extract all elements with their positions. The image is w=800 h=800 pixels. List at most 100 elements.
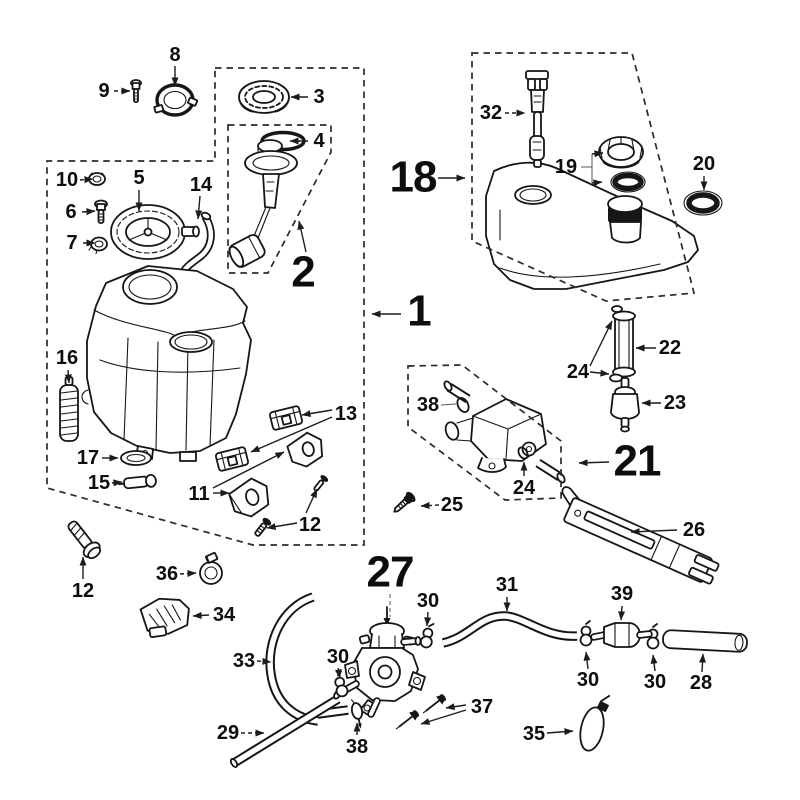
leader-line-11: [212, 451, 285, 489]
leader-line-25: [420, 502, 440, 510]
part-label-31: 31: [496, 574, 518, 596]
part-label-7: 7: [66, 232, 77, 254]
group-box-tank-assembly: [46, 67, 365, 546]
part-12-screw-drawing: [67, 520, 102, 560]
leader-line-26: [630, 528, 678, 536]
part-3-filler-cap-drawing: [238, 80, 290, 114]
part-label-19: 19: [555, 156, 577, 178]
part-18-oil-tank-drawing: [485, 161, 699, 290]
leader-line-30a: [424, 611, 432, 627]
part-label-12a: 12: [299, 514, 321, 536]
part-38-clamp-drawing: [350, 699, 364, 729]
part-label-9: 9: [98, 80, 109, 102]
part-20-seal-ring-drawing: [683, 190, 723, 216]
part-14-hose-drawing: [180, 211, 215, 275]
part-label-12b: 12: [72, 580, 94, 602]
part-label-24a: 24: [567, 361, 590, 383]
leader-line-35: [546, 728, 574, 736]
leader-line-28: [699, 653, 707, 673]
leader-line-30d: [650, 654, 658, 672]
part-label-14: 14: [190, 174, 213, 196]
part-6-screw-drawing: [94, 199, 108, 224]
part-label-30c: 30: [577, 669, 599, 691]
leader-line-34: [192, 611, 210, 619]
leader-line-12a: [305, 488, 318, 514]
part-label-28: 28: [690, 672, 712, 694]
leader-line-38a: [440, 403, 457, 406]
part-label-35: 35: [523, 723, 545, 745]
part-label-4: 4: [313, 130, 325, 152]
part-22-tube-drawing: [609, 305, 636, 383]
part-label-3: 3: [313, 86, 324, 108]
part-label-30a: 30: [417, 590, 439, 612]
part-label-26: 26: [683, 519, 705, 541]
leader-line-33: [256, 657, 272, 665]
part-16-spring-drawing: [59, 376, 79, 442]
group-box-fuel-sender-assembly: [227, 124, 332, 274]
leader-line-2: [297, 220, 307, 253]
part-10-nut-drawing: [88, 172, 106, 186]
group-box-fuel-valve-assembly: [407, 364, 562, 501]
part-label-6: 6: [65, 201, 76, 223]
leader-line-16: [64, 369, 72, 384]
leader-line-24a: [589, 320, 613, 367]
leader-line-30b: [334, 667, 342, 679]
part-26-bracket-drawing: [561, 486, 720, 585]
leader-line-30c: [583, 651, 591, 670]
part-label-23: 23: [664, 392, 686, 414]
part-label-30d: 30: [644, 671, 666, 693]
part-7-nut-drawing: [88, 236, 108, 255]
part-label-25: 25: [441, 494, 463, 516]
part-label-5: 5: [133, 167, 144, 189]
part-label-38a: 38: [417, 394, 439, 416]
part-label-22: 22: [659, 337, 681, 359]
part-label-21: 21: [614, 437, 661, 486]
group-box-oil-tank-assembly: [471, 52, 696, 302]
leader-line-10: [79, 176, 94, 184]
part-25-screw-drawing: [393, 491, 416, 513]
part-label-15: 15: [88, 472, 110, 494]
part-35-cable-tie-drawing: [579, 694, 611, 752]
part-11-bracket-drawing: [228, 431, 323, 518]
diagram-artwork: [59, 70, 748, 768]
part-label-16: 16: [56, 347, 78, 369]
part-label-11: 11: [188, 483, 209, 505]
part-39-filter-drawing: [590, 622, 653, 648]
part-label-37: 37: [471, 696, 493, 718]
part-19-cap-and-ring-drawing: [598, 136, 646, 193]
leader-line-37: [420, 709, 467, 725]
part-13-clips-drawing: [215, 405, 303, 472]
part-label-32: 32: [480, 102, 502, 124]
part-label-13: 13: [335, 403, 357, 425]
part-label-20: 20: [693, 153, 715, 175]
leader-line-13: [250, 416, 333, 453]
leader-line-39: [618, 605, 626, 621]
part-34-mount-drawing: [139, 597, 190, 638]
part-label-29: 29: [217, 722, 239, 744]
leader-line-19: [591, 150, 604, 158]
part-label-18: 18: [390, 153, 437, 202]
part-label-2: 2: [291, 248, 314, 297]
leader-line-24a: [589, 369, 610, 377]
leader-line-36: [179, 570, 197, 578]
part-5-gauge-drawing: [110, 204, 200, 260]
part-label-34: 34: [213, 604, 236, 626]
leader-line-19: [591, 179, 603, 187]
part-label-36: 36: [156, 563, 178, 585]
leader-line-13: [301, 409, 333, 418]
part-label-1: 1: [407, 287, 431, 336]
part-label-30b: 30: [327, 646, 349, 668]
leader-line-21: [578, 459, 610, 467]
part-23-filter-drawing: [610, 377, 640, 433]
part-37-screws-drawing: [395, 694, 447, 730]
leader-line-6: [81, 208, 96, 216]
leader-line-15: [111, 479, 123, 487]
part-36-clamp-drawing: [199, 551, 223, 585]
part-28-tube-drawing: [662, 629, 748, 653]
leader-line-14: [195, 195, 203, 220]
part-8-lock-ring-drawing: [153, 83, 199, 117]
part-1-fuel-tank-drawing: [81, 265, 252, 462]
